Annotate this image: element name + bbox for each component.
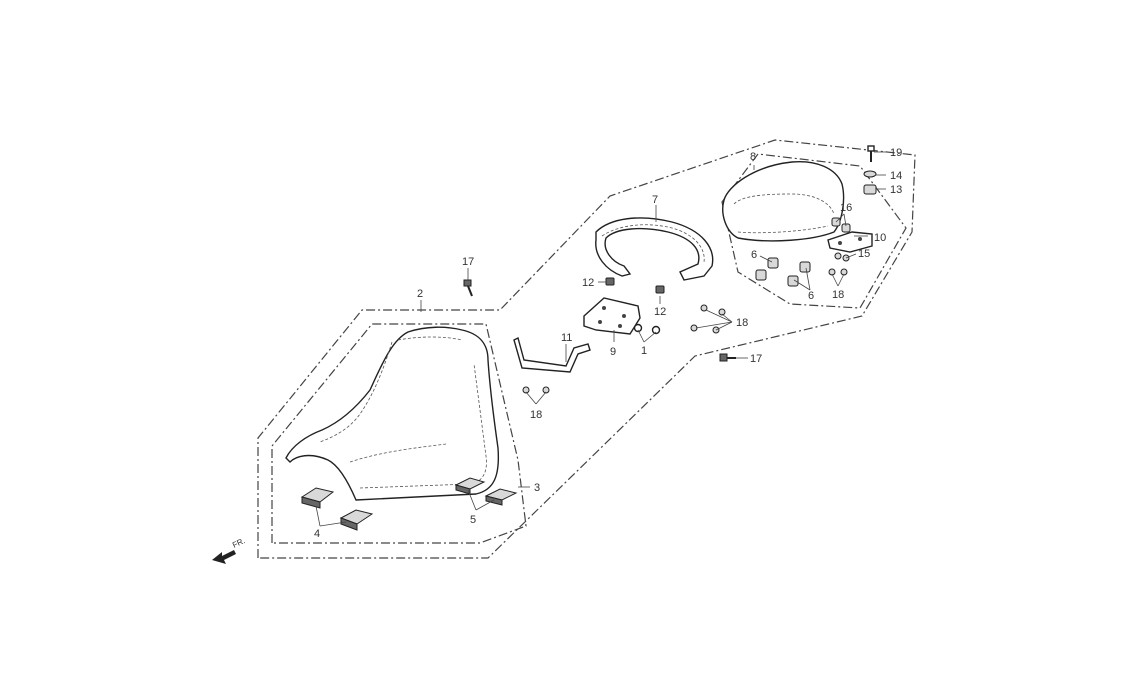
rear-seat-8 [722, 161, 845, 242]
callout-17b: 17 [750, 353, 762, 365]
callout-2: 2 [417, 288, 423, 300]
callout-19: 19 [890, 147, 902, 159]
front-seat-cushion-4 [300, 487, 374, 531]
callout-16: 16 [840, 202, 852, 214]
seat-strap-7 [595, 217, 714, 281]
callout-8: 8 [750, 151, 756, 163]
bolt-17 [463, 279, 736, 362]
callout-11: 11 [561, 332, 572, 344]
nut-12 [605, 277, 665, 294]
outer-assembly-outline [257, 139, 916, 559]
fastener-19 [867, 145, 875, 162]
clip-18-middle [690, 304, 726, 334]
seat-plate-9 [583, 297, 641, 335]
clip-18-front [522, 386, 550, 394]
front-seat-outline [271, 323, 527, 544]
callout-10: 10 [874, 232, 886, 244]
front-direction-label: FR. [231, 536, 246, 550]
callout-1: 1 [641, 345, 647, 357]
callout-14: 14 [890, 170, 902, 182]
front-direction-arrow-icon [212, 550, 236, 564]
collar-13 [863, 184, 877, 195]
rear-seat-damper-6 [755, 257, 811, 287]
callout-7: 7 [652, 194, 658, 206]
callout-6b: 6 [808, 290, 814, 302]
callout-3: 3 [534, 482, 540, 494]
callout-4: 4 [314, 528, 320, 540]
callout-12b: 12 [654, 306, 666, 318]
callout-6a: 6 [751, 249, 757, 261]
callout-13: 13 [890, 184, 902, 196]
nut-1 [633, 323, 661, 335]
callout-18b: 18 [736, 317, 748, 329]
front-seat [285, 326, 500, 501]
callout-15: 15 [858, 248, 870, 260]
callout-9: 9 [610, 346, 616, 358]
washer-14 [863, 170, 877, 178]
callout-18a: 18 [530, 409, 542, 421]
seat-bracket-11 [513, 336, 591, 373]
leader-lines [315, 151, 886, 527]
callout-5: 5 [470, 514, 476, 526]
callout-12a: 12 [582, 277, 594, 289]
clip-18-rear [828, 268, 848, 276]
rear-seat-bracket-10 [827, 231, 873, 253]
callout-18c: 18 [832, 289, 844, 301]
fastener-15 [834, 252, 850, 262]
callout-17a: 17 [462, 256, 474, 268]
